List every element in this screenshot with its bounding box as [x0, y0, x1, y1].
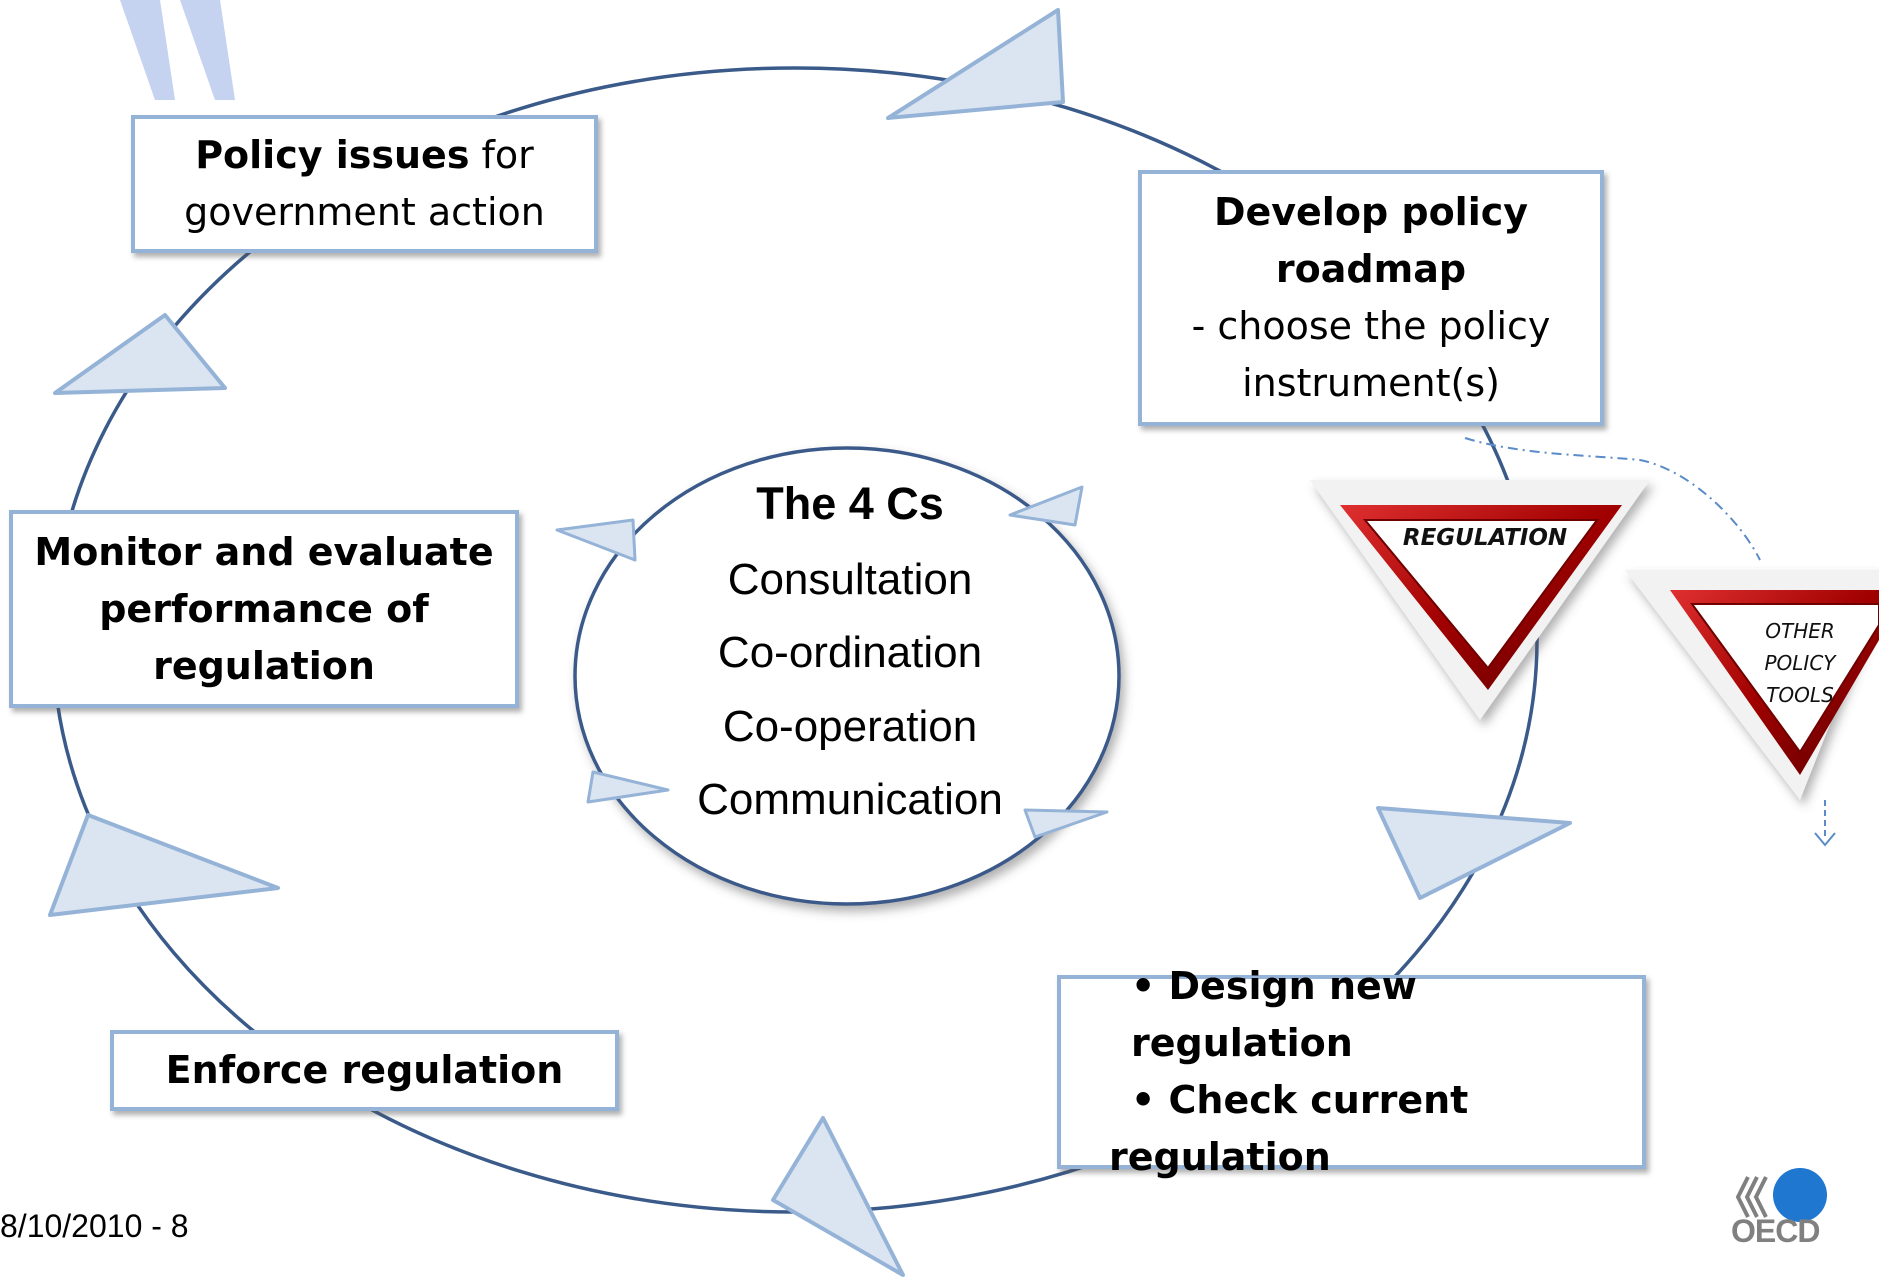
policy-issues-bold: Policy issues: [195, 133, 470, 177]
design-bullet2: • Check current: [1131, 1078, 1469, 1122]
center-item-cooperation: Co-operation: [722, 702, 978, 751]
center-arrow-nw-icon: [555, 518, 637, 562]
other-label-line3: TOOLS: [1766, 683, 1834, 707]
arrow-lower-left-icon: [48, 813, 280, 917]
center-arrows: [555, 485, 1109, 839]
other-label-line2: POLICY: [1764, 651, 1836, 675]
develop-line4: instrument(s): [1242, 361, 1500, 405]
center-item-consultation: Consultation: [727, 555, 973, 604]
design-bullet2b: regulation: [1109, 1135, 1331, 1179]
connector-dotted-line: [1464, 437, 1761, 561]
enforce-label: Enforce regulation: [165, 1048, 564, 1092]
develop-line3: - choose the policy: [1191, 304, 1551, 348]
connector-arrowhead-icon: [1814, 832, 1836, 847]
box-policy-issues: Policy issues for government action: [131, 115, 598, 253]
other-label-line1: OTHER: [1765, 619, 1835, 643]
footer-date: 8/10/2010 - 8: [0, 1208, 189, 1244]
regulation-triangle: [1310, 480, 1650, 720]
center-ellipse: [573, 446, 1121, 906]
center-arrow-se-icon: [1023, 808, 1109, 839]
box-monitor-evaluate: Monitor and evaluate performance of regu…: [9, 510, 519, 708]
arrow-top-icon: [886, 8, 1065, 120]
develop-line1: Develop policy: [1213, 190, 1529, 234]
box-develop-roadmap: Develop policy roadmap - choose the poli…: [1138, 170, 1604, 426]
develop-line2: roadmap: [1275, 247, 1467, 291]
monitor-line3: regulation: [153, 643, 375, 688]
other-policy-tools-triangle: [1625, 570, 1879, 800]
regulation-label: REGULATION: [1402, 525, 1568, 551]
center-title: The 4 Cs: [756, 478, 944, 529]
cycle-arrows: [48, 8, 1572, 1277]
design-bullet1: • Design new regulation: [1131, 964, 1417, 1065]
center-arrow-ne-icon: [1008, 485, 1084, 527]
box-enforce-regulation: Enforce regulation: [110, 1030, 619, 1111]
arrow-upper-left-icon: [53, 313, 227, 395]
monitor-line2: performance of: [99, 586, 429, 631]
oecd-logo: [1735, 1168, 1827, 1222]
center-item-coordination: Co-ordination: [717, 628, 983, 677]
arrow-bottom-icon: [771, 1116, 905, 1277]
policy-issues-rest: for: [469, 133, 534, 177]
center-arrow-sw-icon: [586, 770, 670, 804]
center-item-communication: Communication: [697, 775, 1003, 824]
monitor-line1: Monitor and evaluate: [34, 529, 494, 574]
policy-issues-line2: government action: [184, 190, 545, 234]
box-design-regulation: • Design new regulation • Check current …: [1057, 964, 1646, 1179]
decor-quote-marks: [120, 0, 235, 100]
other-policy-tools-label: OTHER POLICY TOOLS: [1740, 615, 1860, 711]
arrow-right-icon: [1376, 806, 1572, 900]
oecd-logo-text: OECD: [1731, 1213, 1820, 1249]
